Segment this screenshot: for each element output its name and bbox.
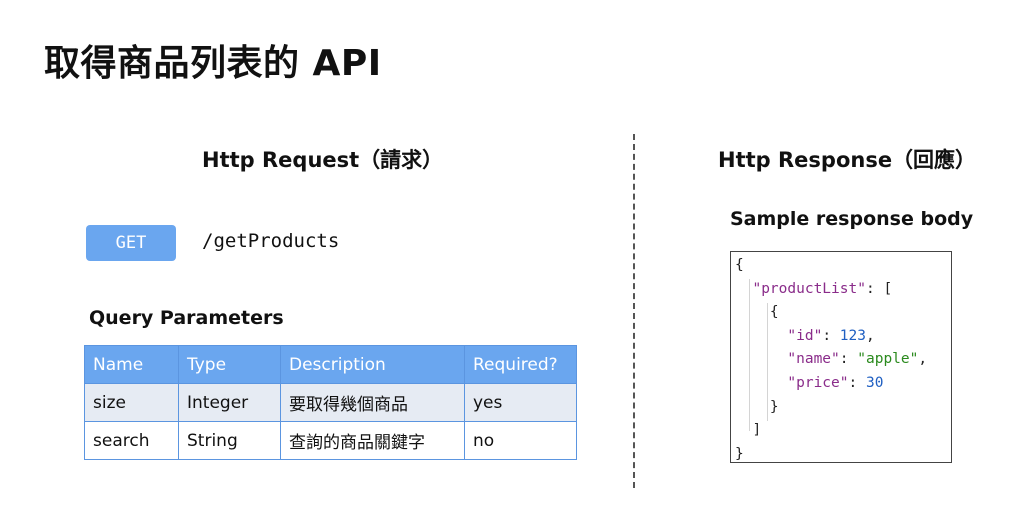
json-key: "name": [787, 351, 840, 368]
query-parameters-heading: Query Parameters: [89, 307, 284, 329]
page-title: 取得商品列表的 API: [44, 43, 382, 84]
code-line: }: [735, 445, 744, 462]
param-description: 查詢的商品關鍵字: [280, 421, 465, 460]
json-code: { "productList": [ { "id": 123, "name": …: [735, 254, 927, 466]
json-number: 30: [865, 374, 884, 391]
column-header-required: Required?: [464, 345, 577, 384]
code-line: "id": 123,: [787, 327, 875, 344]
code-line: "price": 30: [787, 374, 884, 391]
code-line: "productList": [: [752, 280, 893, 297]
json-string: "apple": [857, 351, 919, 368]
json-number: 123: [839, 327, 866, 344]
json-key: "productList": [752, 280, 866, 297]
indent-guide: [767, 303, 768, 421]
table-row: search String 查詢的商品關鍵字 no: [84, 421, 577, 460]
param-required: no: [464, 421, 577, 460]
table-row: size Integer 要取得幾個商品 yes: [84, 383, 577, 422]
response-body-code-block: { "productList": [ { "id": 123, "name": …: [730, 251, 952, 463]
table-header-row: Name Type Description Required?: [84, 345, 577, 384]
param-type: Integer: [178, 383, 281, 422]
column-header-name: Name: [84, 345, 179, 384]
query-parameters-table: Name Type Description Required? size Int…: [84, 345, 577, 460]
param-type: String: [178, 421, 281, 460]
http-method-badge: GET: [86, 225, 176, 261]
param-description: 要取得幾個商品: [280, 383, 465, 422]
column-header-type: Type: [178, 345, 281, 384]
json-key: "id": [787, 327, 823, 344]
code-line: "name": "apple",: [787, 351, 928, 368]
code-line: ]: [752, 422, 762, 439]
param-name: search: [84, 421, 179, 460]
indent-guide: [749, 279, 750, 431]
response-heading: Http Response（回應）: [718, 148, 977, 172]
section-divider: [633, 134, 635, 488]
request-heading: Http Request（請求）: [202, 148, 444, 172]
sample-response-label: Sample response body: [730, 208, 974, 230]
column-header-description: Description: [280, 345, 465, 384]
code-line: {: [735, 257, 744, 273]
code-line: {: [769, 304, 779, 321]
json-key: "price": [787, 374, 849, 391]
param-required: yes: [464, 383, 577, 422]
endpoint-path: /getProducts: [202, 230, 340, 252]
param-name: size: [84, 383, 179, 422]
code-line: }: [769, 398, 779, 415]
